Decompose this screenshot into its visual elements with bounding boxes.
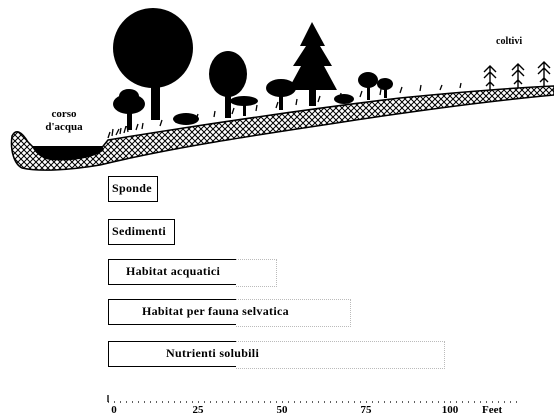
feet-axis xyxy=(107,395,520,403)
buffer-zone-bar xyxy=(108,299,236,325)
small-tree-icon xyxy=(113,89,145,130)
buffer-zone-label: Sedimenti xyxy=(112,224,167,238)
shrub-tree-icon xyxy=(266,79,296,110)
shrub-icon xyxy=(173,113,199,125)
axis-unit-label: Feet xyxy=(482,404,503,416)
stream-label-line2: d'acqua xyxy=(45,121,83,133)
stream-water xyxy=(32,146,104,161)
conifer-tree-icon xyxy=(288,22,337,106)
buffer-zone-label: Habitat per fauna selvatica xyxy=(142,304,289,318)
small-tree-icon xyxy=(358,72,393,100)
stream-label-line1: corso xyxy=(51,108,77,120)
buffer-zone-extension xyxy=(235,299,351,327)
buffer-zone-bar xyxy=(108,219,176,245)
axis-tick-label: 75 xyxy=(360,404,372,416)
buffer-zone-bar xyxy=(108,176,159,202)
buffer-zone-extension xyxy=(235,341,445,369)
crops-label: coltivi xyxy=(496,36,523,47)
oval-tree-icon xyxy=(209,51,247,118)
axis-tick-label: 0 xyxy=(111,404,117,416)
crop-icons xyxy=(483,61,551,90)
stream-label-line2-box: d'acqua xyxy=(37,121,91,133)
buffer-zone-label: Sponde xyxy=(112,181,152,195)
axis-tick-label: 25 xyxy=(192,404,204,416)
bush-icon xyxy=(334,94,354,104)
buffer-zone-label: Nutrienti solubili xyxy=(166,346,260,360)
buffer-zone-extension xyxy=(235,259,277,287)
buffer-zone-bar xyxy=(108,259,236,285)
axis-tick-label: 100 xyxy=(441,404,459,416)
soil-cross-section xyxy=(10,85,554,171)
buffer-zone-bar xyxy=(108,341,236,367)
large-tree-icon xyxy=(113,8,193,120)
small-tree-icon xyxy=(230,96,258,116)
stream-label: corso xyxy=(44,107,84,121)
axis-tick-label: 50 xyxy=(276,404,288,416)
buffer-zone-label: Habitat acquatici xyxy=(126,264,221,278)
